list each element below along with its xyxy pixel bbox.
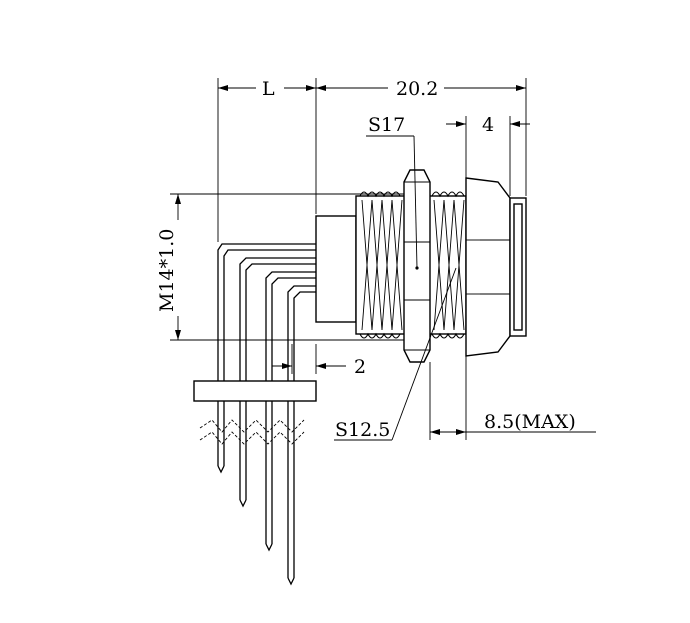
label-hex-nut-large: S17 — [368, 114, 405, 136]
label-overall-length: 20.2 — [396, 78, 438, 100]
leader-hex-nut-large — [366, 135, 418, 269]
pins — [217, 243, 316, 586]
pcb-break-lines — [199, 419, 305, 445]
label-flange-thickness: 4 — [482, 114, 494, 136]
pcb-board — [193, 380, 317, 402]
label-L: L — [262, 78, 275, 100]
label-thread: M14*1.0 — [156, 229, 178, 312]
front-face-inner — [513, 203, 523, 331]
front-flange — [465, 177, 511, 357]
dimension-L — [217, 78, 317, 242]
leader-hex-nut-small — [334, 267, 457, 441]
rear-block — [315, 215, 357, 323]
dimension-thread — [170, 193, 404, 341]
dimension-overall-length — [316, 78, 527, 196]
label-panel-depth: 8.5(MAX) — [484, 411, 576, 433]
dimension-flange-thickness — [446, 116, 530, 196]
label-pin-offset: 2 — [354, 356, 366, 378]
label-hex-nut-small: S12.5 — [335, 419, 390, 441]
dimension-pin-offset — [272, 344, 346, 374]
dimension-panel-depth — [429, 356, 596, 440]
